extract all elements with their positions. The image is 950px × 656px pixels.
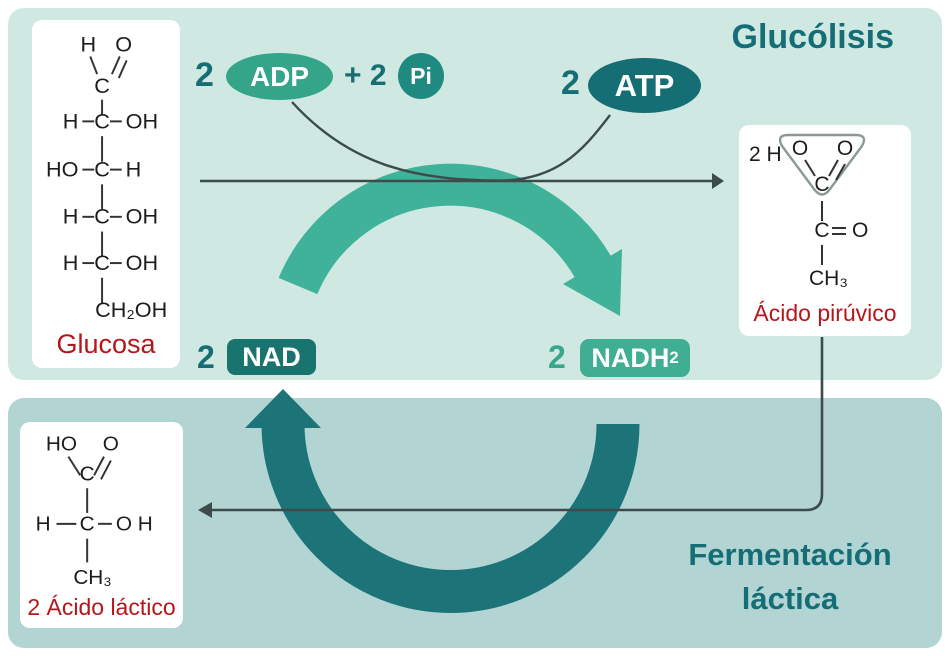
pyruvate-tail: CH₃ — [809, 267, 848, 290]
glucose-row2-right: H — [126, 156, 142, 181]
lactate-label: 2 Ácido láctico — [27, 594, 176, 620]
atp-oval: ATP — [588, 58, 701, 113]
lactate-tail: CH₃ — [73, 566, 111, 589]
lactate-o: O — [103, 433, 119, 456]
adp-oval: ADP — [226, 53, 333, 100]
nadh2-label: NADH — [591, 342, 670, 373]
lactate-row-c: C — [80, 513, 95, 536]
lactate-box: HO O C H C O H CH₃ 2 Ácido láctico — [20, 422, 183, 628]
nad-count: 2 — [197, 339, 215, 375]
glucose-top-h: H — [80, 32, 96, 57]
nadh2-count: 2 — [548, 339, 566, 375]
lactate-c1: C — [80, 462, 95, 485]
glucose-row4-c: C — [94, 250, 110, 275]
glucose-row3-right: OH — [126, 204, 158, 229]
glucose-row1-left: H — [63, 108, 79, 133]
pyruvate-label: Ácido pirúvico — [753, 300, 897, 326]
glucose-row1-c: C — [94, 108, 110, 133]
glucose-row1-right: OH — [126, 108, 158, 133]
fermentation-title: Fermentación láctica — [625, 533, 950, 621]
fermentation-title-line2: láctica — [741, 581, 839, 617]
adp-count: 2 — [195, 56, 214, 94]
pi-circle: Pi — [398, 53, 444, 99]
pyruvate-box: 2 H O O C C O CH₃ Ácido pirúvico — [739, 125, 911, 336]
pyruvate-o-left: O — [792, 137, 808, 160]
pyruvate-c-ring: C — [814, 173, 829, 196]
glucose-row3-c: C — [94, 204, 110, 229]
pyruvate-o-mid: O — [852, 219, 868, 242]
fermentation-title-line1: Fermentación — [688, 537, 892, 572]
nadh2-subscript: 2 — [669, 348, 679, 367]
glucose-structure: H O C H C OH HO C H H C OH — [46, 32, 167, 323]
lactate-row-right: O H — [116, 513, 153, 536]
glucose-row4-right: OH — [126, 250, 158, 275]
pyruvate-prefix: 2 H — [749, 143, 782, 166]
glucose-box: H O C H C OH HO C H H C OH — [32, 20, 180, 368]
carboxyl-ring-outline — [778, 133, 866, 196]
glycolysis-title: Glucólisis — [731, 18, 895, 56]
glucose-row4-left: H — [63, 250, 79, 275]
glucose-row2-c: C — [94, 156, 110, 181]
glucose-top-o: O — [115, 32, 132, 57]
atp-count: 2 — [561, 64, 580, 102]
lactate-row-left: H — [36, 513, 51, 536]
pi-count: + 2 — [344, 59, 387, 92]
lactate-structure: HO O C H C O H CH₃ — [36, 433, 153, 589]
lactate-ho: HO — [46, 433, 77, 456]
glucose-label: Glucosa — [56, 329, 156, 359]
nad-badge: NAD — [227, 339, 316, 375]
pyruvate-o-right: O — [837, 137, 853, 160]
glucose-tail: CH₂OH — [95, 297, 167, 322]
glucose-row2-left: HO — [46, 156, 78, 181]
pyruvate-c-mid: C — [814, 219, 829, 242]
pyruvate-structure: 2 H O O C C O CH₃ — [749, 133, 868, 290]
glucose-row3-left: H — [63, 204, 79, 229]
glucose-c1: C — [94, 73, 110, 98]
